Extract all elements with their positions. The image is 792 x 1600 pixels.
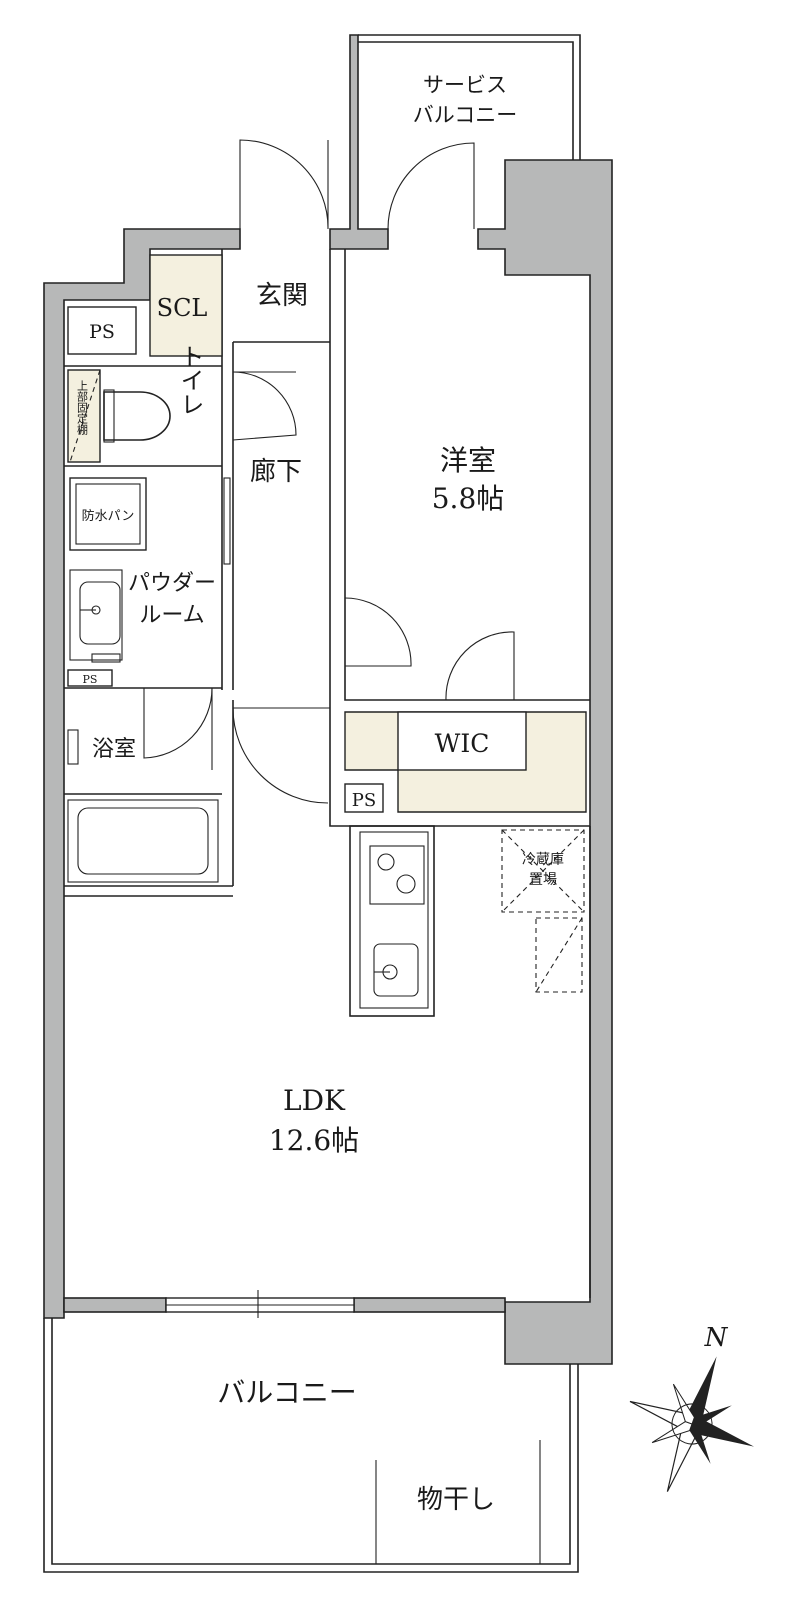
label-ps-top: PS: [89, 321, 115, 343]
label-powder-l1: パウダー: [128, 571, 216, 596]
waterproof-pan: [69, 477, 147, 551]
compass-rose-icon: [629, 1356, 755, 1492]
toilet-shelf: [67, 369, 101, 463]
label-wic: WIC: [435, 729, 490, 758]
label-drying: 物干し: [417, 1485, 495, 1515]
top-entry-wall: [329, 34, 389, 250]
ldk-window: [165, 1290, 355, 1318]
bottom-wall-right: [353, 1297, 506, 1313]
label-genkan: 玄関: [256, 281, 308, 311]
fridge-space: [501, 829, 585, 993]
label-fridge-l1: 冷蔵庫: [522, 851, 564, 868]
balcony-rail: [43, 1318, 579, 1573]
wic-door: [445, 631, 515, 701]
ldk-door: [232, 707, 330, 804]
scl-storage: [149, 254, 223, 357]
label-ps-wic: PS: [352, 790, 376, 811]
label-toilet: トイレ: [176, 344, 204, 416]
powder-door: [143, 687, 213, 759]
label-waterproof-pan: 防水パン: [82, 508, 135, 524]
service-balcony-door: [387, 142, 475, 230]
toilet-bowl: [103, 391, 171, 441]
label-balcony: バルコニー: [217, 1376, 356, 1409]
wash-basin: [69, 569, 123, 663]
bathtub: [67, 799, 219, 883]
label-fridge-l2: 置場: [529, 872, 557, 888]
ldk-outline: [64, 826, 591, 1298]
bottom-wall-left: [63, 1297, 167, 1313]
ps-wic-box: [344, 783, 384, 813]
wic-label-box: [397, 711, 527, 771]
label-western-room-l2: 5.8帖: [432, 482, 505, 515]
compass-n-label: N: [704, 1323, 729, 1353]
ps-top-box: [67, 306, 137, 355]
label-service-balcony-l1: サービス: [423, 73, 507, 97]
toilet-door: [232, 371, 297, 441]
label-powder-l2: ルーム: [139, 603, 204, 628]
label-ldk-l1: LDK: [283, 1084, 346, 1117]
ps-small-box: [67, 669, 113, 687]
western-room-door: [344, 597, 412, 667]
label-bathroom: 浴室: [92, 737, 136, 762]
label-western-room-l1: 洋室: [440, 444, 496, 477]
drying-partition: [375, 1440, 541, 1564]
label-shelf-note: 上部固定棚: [76, 380, 89, 436]
left-exterior-wall: [43, 228, 241, 1319]
kitchen-counter: [349, 825, 435, 1017]
label-service-balcony-l2: バルコニー: [413, 103, 518, 127]
label-ldk-l2: 12.6帖: [269, 1124, 359, 1157]
label-ps-small: PS: [83, 673, 98, 686]
label-corridor: 廊下: [250, 457, 302, 487]
label-scl: SCL: [157, 294, 208, 322]
entrance-door: [239, 139, 329, 230]
service-balcony-rail: [358, 34, 581, 160]
